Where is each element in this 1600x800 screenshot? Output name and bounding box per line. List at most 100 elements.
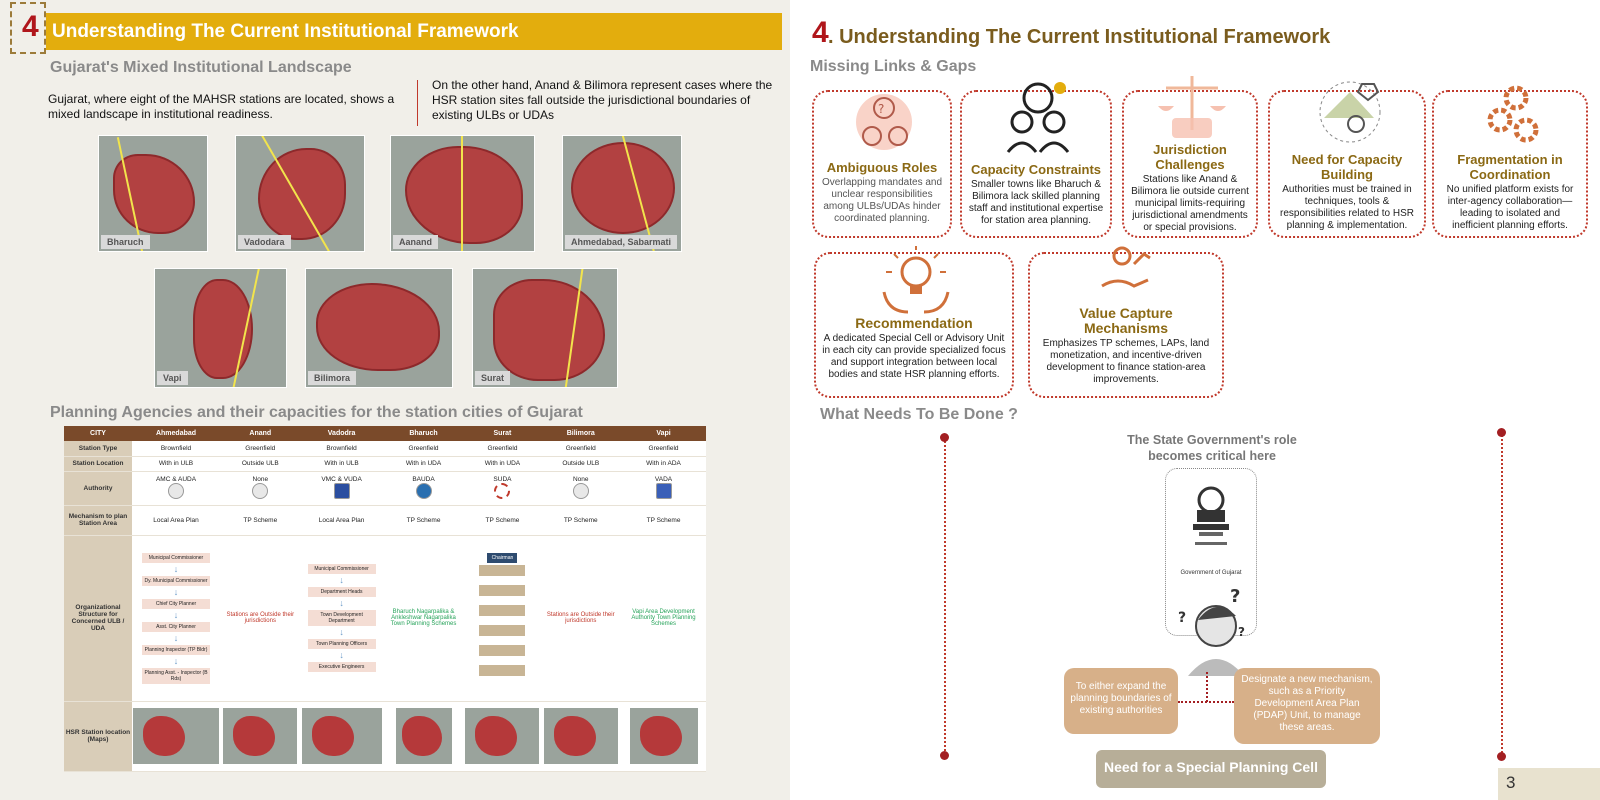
row-header: Organizational Structure for Concerned U… bbox=[64, 535, 132, 702]
card-fragmentation: Fragmentation in Coordination No unified… bbox=[1432, 85, 1588, 238]
card-title: Fragmentation in Coordination bbox=[1457, 152, 1563, 182]
station-map-thumbnail bbox=[629, 708, 698, 764]
emblem-caption: Government of Gujarat bbox=[1180, 570, 1242, 576]
header-cell: Surat bbox=[464, 426, 541, 441]
card-title: Capacity Constraints bbox=[970, 162, 1102, 177]
option-new-mechanism: Designate a new mechanism, such as a Pri… bbox=[1234, 668, 1380, 744]
table-cell: TP Scheme bbox=[220, 505, 301, 536]
table-cell: With in UDA bbox=[464, 456, 541, 472]
org-box: Chairman bbox=[487, 553, 518, 563]
what-needs-heading: What Needs To Be Done ? bbox=[820, 406, 1018, 423]
header-cell: Vapi bbox=[621, 426, 706, 441]
map-label: Vapi bbox=[157, 371, 188, 385]
table-cell bbox=[300, 701, 383, 772]
org-box: Department Heads bbox=[307, 587, 376, 597]
down-arrow-icon: ↓ bbox=[339, 627, 344, 637]
table-cell bbox=[464, 701, 541, 772]
table-row: Organizational Structure for Concerned U… bbox=[64, 535, 706, 702]
authority-logo-icon bbox=[168, 482, 184, 499]
org-note-bharuch: Bharuch Nagarpalika & Ankleshwar Nagarpa… bbox=[382, 535, 465, 702]
right-dotted-line bbox=[1501, 432, 1503, 756]
table-row: Station Location With in ULB Outside ULB… bbox=[64, 456, 706, 472]
down-arrow-icon: ↓ bbox=[173, 563, 179, 574]
authority-name: BAUDA bbox=[412, 475, 435, 483]
left-page: 4 Understanding The Current Institutiona… bbox=[0, 0, 790, 800]
authority-name: None bbox=[572, 475, 589, 483]
table-cell: With in ADA bbox=[621, 456, 706, 472]
org-chart-ahmedabad: Municipal Commissioner ↓ Dy. Municipal C… bbox=[132, 535, 220, 702]
row-header: Authority bbox=[64, 471, 132, 506]
card-title: Ambiguous Roles bbox=[826, 160, 938, 175]
special-planning-cell-banner: Need for a Special Planning Cell bbox=[1096, 750, 1326, 788]
org-chart-vadodra: Municipal Commissioner ↓ Department Head… bbox=[300, 535, 383, 702]
org-box: Town Planning Officers bbox=[307, 639, 376, 649]
line-dot bbox=[940, 751, 949, 760]
card-title: Need for Capacity Building bbox=[1291, 152, 1403, 182]
table-cell: Local Area Plan bbox=[300, 505, 383, 536]
org-box: Planning Asst. - Inspector (B Rds) bbox=[142, 667, 210, 684]
table-cell: TP Scheme bbox=[621, 505, 706, 536]
down-arrow-icon: ↓ bbox=[173, 655, 179, 666]
map-label: Vadodara bbox=[238, 235, 291, 249]
table-cell: SUDA bbox=[464, 471, 541, 506]
svg-text:?: ? bbox=[1178, 610, 1186, 626]
org-box: Town Development Department bbox=[307, 610, 376, 626]
svg-text:?: ? bbox=[878, 102, 884, 116]
card-text: Authorities must be trained in technique… bbox=[1280, 184, 1414, 231]
down-arrow-icon: ↓ bbox=[173, 586, 179, 597]
section-number-frame bbox=[10, 2, 46, 54]
down-arrow-icon: ↓ bbox=[173, 632, 179, 643]
org-box: Chief City Planner bbox=[142, 598, 210, 609]
org-box: Dy. Municipal Commissioner bbox=[142, 575, 210, 586]
table-cell: With in ULB bbox=[300, 456, 383, 472]
table-row: Station Type Brownfield Greenfield Brown… bbox=[64, 441, 706, 457]
map-label: Aanand bbox=[393, 235, 439, 249]
table-cell: BAUDA bbox=[382, 471, 465, 506]
row-header: Station Location bbox=[64, 456, 132, 472]
org-box: Asst. City Planner bbox=[142, 621, 210, 632]
authority-logo-icon bbox=[572, 482, 589, 499]
table-cell: Local Area Plan bbox=[132, 505, 220, 536]
row-header: Station Type bbox=[64, 441, 132, 457]
table-cell: VMC & VUDA bbox=[300, 471, 383, 506]
card-recommendation: Recommendation A dedicated Special Cell … bbox=[814, 246, 1014, 398]
table-cell: VADA bbox=[621, 471, 706, 506]
card-title: Jurisdiction Challenges bbox=[1153, 142, 1227, 172]
table-cell: None bbox=[220, 471, 301, 506]
people-question-icon: ? bbox=[856, 94, 912, 150]
down-arrow-icon: ↓ bbox=[339, 650, 344, 660]
row-header: HSR Station location (Maps) bbox=[64, 701, 132, 772]
card-title: Recommendation bbox=[855, 315, 973, 331]
map-aanand: Aanand bbox=[390, 135, 535, 252]
surat-org-chart-graphic bbox=[479, 565, 526, 683]
lightbulb-hands-icon bbox=[882, 246, 950, 314]
org-box: Municipal Commissioner bbox=[142, 552, 210, 563]
table-row: Authority AMC & AUDA None VMC & VUDA BAU… bbox=[64, 471, 706, 506]
divider bbox=[417, 80, 418, 126]
connector-line bbox=[1178, 701, 1234, 703]
authority-logo-icon bbox=[333, 482, 350, 499]
authority-name: VMC & VUDA bbox=[321, 475, 362, 483]
table-title: Planning Agencies and their capacities f… bbox=[50, 404, 583, 421]
card-text: Smaller towns like Bharuch & Bilimora la… bbox=[968, 179, 1104, 226]
row-header: Mechanism to plan Station Area bbox=[64, 505, 132, 536]
table-cell: Greenfield bbox=[540, 441, 622, 457]
title-underline bbox=[46, 47, 782, 50]
authority-name: VADA bbox=[654, 475, 673, 483]
authority-name: SUDA bbox=[493, 475, 512, 483]
card-capacity-constraints: Capacity Constraints Smaller towns like … bbox=[960, 82, 1112, 238]
left-dotted-line bbox=[944, 437, 946, 755]
svg-text:?: ? bbox=[1230, 586, 1240, 607]
table-row: HSR Station location (Maps) bbox=[64, 701, 706, 772]
page-number: 3 bbox=[1498, 768, 1600, 800]
state-role-text: The State Government's role becomes crit… bbox=[1127, 433, 1297, 463]
team-icon bbox=[1006, 82, 1070, 153]
card-ambiguous-roles: ? Ambiguous Roles Overlapping mandates a… bbox=[812, 90, 952, 238]
table-cell: Greenfield bbox=[464, 441, 541, 457]
map-label: Ahmedabad, Sabarmati bbox=[565, 235, 678, 249]
header-cell: Ahmedabad bbox=[132, 426, 220, 441]
authority-logo-icon bbox=[655, 482, 672, 499]
org-note-vapi: Vapi Area Development Authority Town Pla… bbox=[621, 535, 706, 702]
svg-text:?: ? bbox=[1238, 625, 1245, 639]
table-cell: Greenfield bbox=[382, 441, 465, 457]
